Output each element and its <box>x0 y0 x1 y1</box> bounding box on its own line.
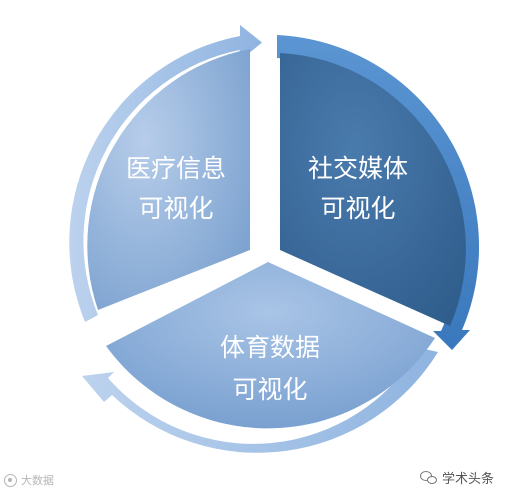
segment-social <box>280 53 466 326</box>
segment-sports <box>106 262 435 429</box>
weibo-logo-icon <box>4 473 17 487</box>
segment-social-label-line2: 可视化 <box>320 194 395 223</box>
segment-medical-label-line1: 医疗信息 <box>126 154 226 183</box>
segment-social-label-line1: 社交媒体 <box>308 154 408 183</box>
watermark-left-text: 大数据 <box>21 474 54 487</box>
arrow-ring-bottom <box>82 348 438 453</box>
segment-medical <box>87 49 251 310</box>
segment-sports-label-line1: 体育数据 <box>220 333 320 362</box>
segment-sports-label-line2: 可视化 <box>232 375 307 404</box>
arrow-ring-right <box>277 35 480 350</box>
watermark-right-text: 学术头条 <box>441 472 494 487</box>
watermark-left: 大数据 <box>4 472 54 488</box>
wechat-logo-icon <box>419 470 438 485</box>
segment-medical-label-line2: 可视化 <box>138 194 213 223</box>
watermark-right: 学术头条 <box>419 468 494 487</box>
